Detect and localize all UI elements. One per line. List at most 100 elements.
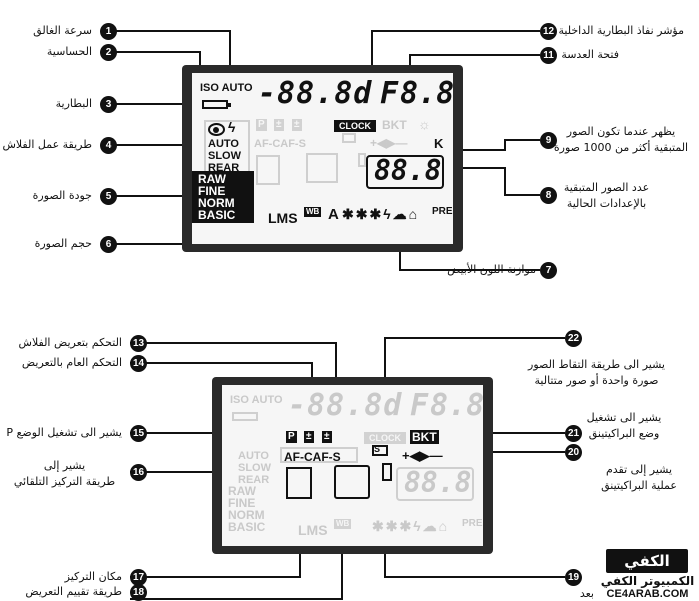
callout-text-11: فتحة العدسة (561, 48, 619, 61)
callout-text-4: طريقة عمل الفلاش (2, 138, 92, 151)
callout-text-12: مؤشر نفاذ البطارية الداخلية (558, 24, 685, 37)
af-mode-indicator: AF-CAF-S (254, 138, 306, 150)
callout-badge-4: 4 (100, 137, 117, 154)
logo-name: الكمبيوتر الكفي (600, 574, 695, 588)
frames-frame (366, 155, 444, 189)
exposure-comp-icon: ± (304, 431, 314, 443)
focus-area-icon (286, 467, 312, 499)
callout-text-9-line2: المتبقية أكثر من 1000 صورة (553, 141, 689, 154)
flash-mode-auto: AUTO (238, 450, 269, 462)
bkt-indicator: BKT (382, 118, 407, 132)
af-mode-indicator: AF-CAF-S (284, 450, 341, 464)
callout-text-17: مكان التركيز (64, 570, 122, 583)
callout-badge-16: 16 (130, 464, 147, 481)
callout-badge-7: 7 (540, 262, 557, 279)
leader-2 (108, 51, 201, 70)
remote-icon (358, 153, 366, 167)
metering-icon (334, 465, 370, 499)
callout-text-20-line1: يشير إلى تقدم (605, 463, 673, 476)
callout-text-5: جودة الصورة (32, 189, 92, 202)
callout-text-9-line1: يظهر عندما تكون الصور (566, 125, 676, 138)
quality-fine: FINE (198, 184, 226, 198)
lcd-panel-top: ISO AUTO -88.8d F 8.8 P ± ± CLOCK BKT ☼ … (182, 65, 463, 252)
aperture-f-letter: F (380, 76, 399, 111)
image-size-indicator: LMS (298, 522, 328, 538)
callout-text-16-line1: يشير إلى (43, 459, 86, 472)
quality-raw: RAW (228, 484, 256, 498)
callout-badge-13: 13 (130, 335, 147, 352)
callout-badge-6: 6 (100, 236, 117, 253)
release-mode-s: S (374, 444, 381, 454)
shutter-speed-display: -88.8d (288, 388, 403, 423)
wb-preset-icons: ✱✱✱ϟ☁⌂ (342, 206, 420, 222)
callout-badge-18: 18 (130, 584, 147, 601)
iso-auto-label: ISO AUTO (200, 82, 253, 94)
wb-auto-letter: A (328, 206, 339, 223)
clock-indicator: CLOCK (334, 120, 376, 132)
metering-icon (306, 153, 338, 183)
image-size-indicator: LMS (268, 210, 298, 226)
lcd-screen-top: ISO AUTO -88.8d F 8.8 P ± ± CLOCK BKT ☼ … (192, 73, 453, 244)
callout-badge-5: 5 (100, 188, 117, 205)
logo-site: CE4ARAB.COM (606, 588, 689, 600)
callout-badge-22: 22 (565, 330, 582, 347)
leader-8 (445, 167, 540, 196)
flash-mode-auto: AUTO (208, 138, 239, 150)
quality-fine: FINE (228, 496, 256, 510)
flash-comp-icon: ± (292, 119, 302, 131)
callout-text-14: التحكم العام بالتعريض (21, 356, 122, 369)
bracketing-progress: +◀▶— (370, 136, 408, 150)
release-mode-icon (342, 133, 356, 143)
site-logo: الكفي الكمبيوتر الكفي CE4ARAB.COM (598, 547, 697, 601)
wb-preset-icons: ✱✱✱ϟ☁⌂ (372, 518, 450, 534)
callout-badge-8: 8 (540, 187, 557, 204)
quality-raw: RAW (198, 172, 226, 186)
callout-badge-19: 19 (565, 569, 582, 586)
callout-badge-2: 2 (100, 44, 117, 61)
flash-mode-frame (204, 120, 250, 176)
flash-mode-rear: REAR (238, 474, 270, 486)
release-mode-icon (372, 445, 388, 456)
quality-basic: BASIC (228, 520, 266, 534)
shutter-speed-display: -88.8d (258, 76, 373, 111)
wb-label: WB (304, 207, 322, 217)
callout-text-8-line2: بالإعدادات الحالية (566, 197, 647, 210)
callout-text-21-line1: يشير الى تشغيل (586, 411, 662, 424)
callout-text-20-line2: عملية البراكيتينق (601, 479, 677, 492)
p-mode-icon: P (256, 119, 267, 131)
bracketing-progress: +◀▶— (402, 448, 443, 463)
aperture-f-letter: F (410, 388, 429, 423)
p-mode-icon: P (286, 431, 297, 443)
callout-text-22-line2: صورة واحدة أو صور متتالية (534, 374, 659, 387)
callout-text-18: طريقة تقييم التعريض (25, 585, 122, 598)
bkt-indicator: BKT (410, 430, 439, 444)
battery-icon (232, 412, 258, 421)
callout-text-3: البطارية (55, 97, 92, 110)
callout-badge-20: 20 (565, 444, 582, 461)
focus-area-icon (256, 155, 280, 185)
callout-text-15: يشير الى تشغيل الوضع P (6, 426, 122, 439)
wb-pre-label: PRE (432, 206, 453, 217)
callout-text-13: التحكم بتعريض الفلاش (18, 336, 122, 349)
quality-norm: NORM (198, 196, 235, 210)
iso-auto-label: ISO AUTO (230, 394, 283, 406)
logo-mark: الكفي (606, 549, 688, 573)
quality-basic: BASIC (198, 208, 236, 222)
quality-box (192, 171, 254, 223)
flash-mode-slow: SLOW (238, 462, 271, 474)
callout-badge-15: 15 (130, 425, 147, 442)
callout-text-6: حجم الصورة (34, 237, 92, 250)
callout-text-2: الحساسية (46, 45, 92, 58)
frames-remaining-display: 88.8 (404, 466, 472, 499)
aperture-display: 8.8 (430, 388, 483, 423)
callout-text-19: بعد (579, 587, 594, 600)
battery-icon (202, 100, 231, 109)
callout-badge-21: 21 (565, 425, 582, 442)
flash-mode-slow: SLOW (208, 150, 241, 162)
leader-9 (450, 139, 540, 151)
callout-badge-3: 3 (100, 96, 117, 113)
callout-badge-12: 12 (540, 23, 557, 40)
callout-badge-14: 14 (130, 355, 147, 372)
lcd-screen-bottom: ISO AUTO -88.8d F 8.8 P ± ± CLOCK BKT AU… (222, 385, 483, 546)
callout-badge-17: 17 (130, 569, 147, 586)
